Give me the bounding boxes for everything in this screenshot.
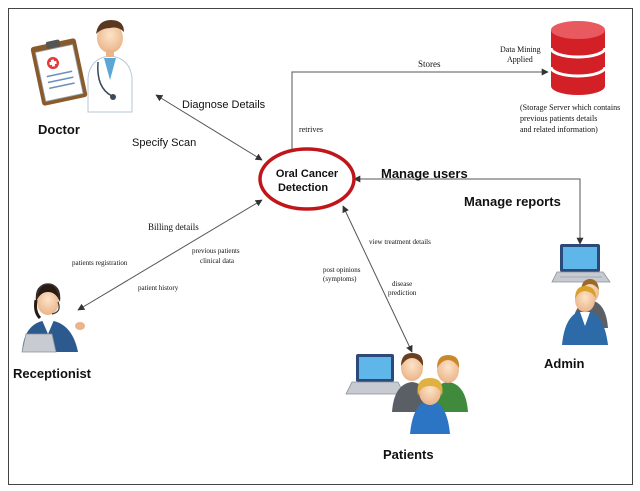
patient-history-label: patient history [138,284,179,292]
view-treatment-details-label: view treatment details [369,238,431,246]
admin-label: Admin [544,356,585,371]
oral-cancer-detection-node: Oral Cancer Detection [258,147,356,211]
patients-flow-line [342,205,413,353]
specify-scan-label: Specify Scan [132,137,196,149]
receptionist-flow-line [77,199,263,311]
retrives-label: retrives [299,125,323,134]
patients-registration-label: patients registration [72,259,128,267]
billing-details-label: Billing details [148,222,199,232]
admin-flow-line [353,175,584,245]
center-title-line1: Oral Cancer [276,168,339,180]
storage-note-line1: (Storage Server which contains [520,103,620,112]
post-opinions-label-line1: post opinions [323,266,361,274]
data-mining-label-line2: Applied [507,55,533,64]
doctor-label: Doctor [38,122,80,137]
center-ellipse [258,147,356,211]
storage-note-line2: previous patients details [520,114,597,123]
receptionist-label: Receptionist [13,366,92,381]
patients-label: Patients [383,447,434,462]
diagnose-details-label: Diagnose Details [182,99,266,111]
previous-patients-label-line1: previous patients [192,247,240,255]
storage-flow-line [291,68,549,150]
storage-note-line3: and related information) [520,125,598,134]
previous-patients-label-line2: clinical data [200,257,235,265]
patients-icon [345,353,468,434]
stores-label: Stores [418,59,441,69]
data-mining-label-line1: Data Mining [500,45,541,54]
doctor-icon [30,20,133,113]
disease-prediction-label-line1: disease [392,280,412,288]
disease-prediction-label-line2: prediction [388,289,417,297]
manage-users-label: Manage users [381,166,468,181]
admin-icon [551,244,611,345]
diagram-frame [8,8,633,485]
receptionist-icon [21,283,85,353]
connection-lines [77,68,584,353]
post-opinions-label-line2: (symptoms) [323,275,357,283]
database-icon [549,21,607,95]
manage-reports-label: Manage reports [464,194,561,209]
center-title-line2: Detection [278,182,328,194]
doctor-flow-line [155,94,263,161]
